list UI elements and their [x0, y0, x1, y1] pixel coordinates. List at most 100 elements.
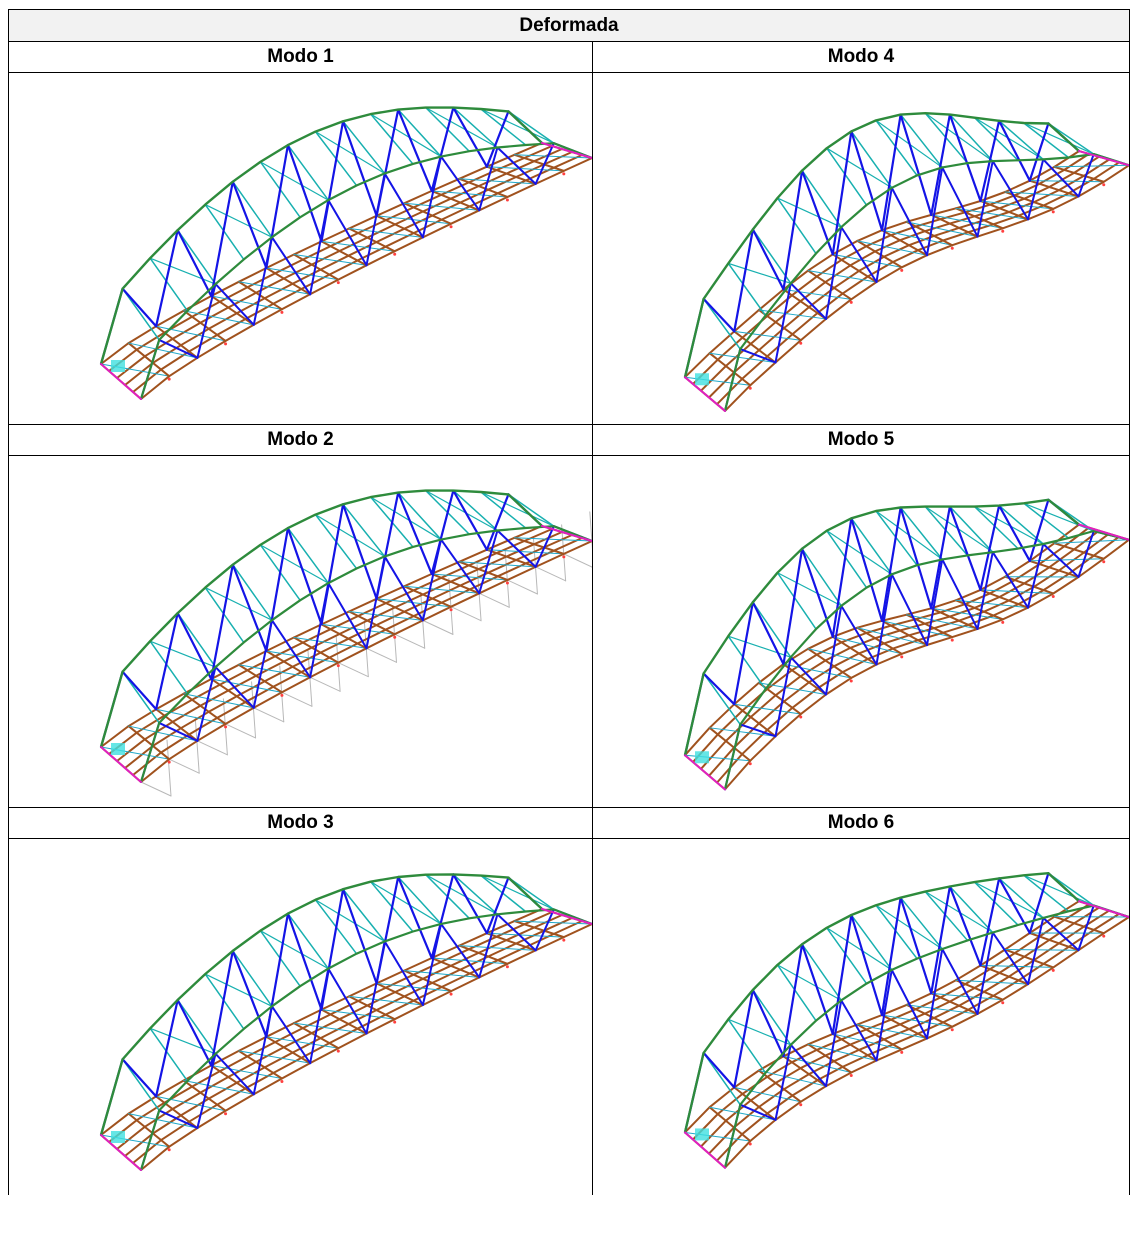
top-brace — [149, 640, 217, 668]
node-marker — [849, 679, 853, 683]
deck-bracing — [403, 585, 480, 594]
truss-diagonal — [782, 547, 804, 666]
deck-crossbeam — [782, 663, 827, 696]
truss-diagonal — [831, 130, 853, 256]
truss-diagonal — [930, 885, 951, 995]
truss-diagonal — [899, 896, 933, 995]
truss-diagonal — [801, 943, 834, 1036]
support-member — [541, 525, 592, 542]
node-marker — [167, 760, 171, 764]
deck-bracing — [321, 240, 396, 252]
truss-diagonal — [1028, 122, 1050, 182]
node-marker — [393, 1020, 397, 1024]
node-marker — [1102, 560, 1106, 564]
support-marker — [695, 373, 709, 386]
top-brace — [204, 203, 273, 238]
deck-crossbeam — [485, 932, 537, 952]
truss-diagonal — [789, 656, 827, 696]
support-member — [684, 376, 726, 412]
deck-crossbeam — [881, 619, 928, 647]
support-marker — [695, 751, 709, 764]
truss-diagonal — [948, 885, 982, 967]
truss-diagonal — [930, 505, 951, 610]
truss-diagonal — [430, 489, 455, 576]
truss-diagonal — [875, 573, 893, 666]
deck-crossbeam — [881, 1014, 928, 1040]
node-marker — [449, 992, 453, 996]
top-brace — [899, 113, 943, 169]
top-brace — [924, 890, 969, 942]
bridge-deformed-shape-mode-1 — [99, 106, 592, 400]
deck-crossbeam — [905, 1003, 954, 1028]
deck-bracing — [238, 1050, 311, 1064]
deck-bracing — [955, 599, 1029, 609]
deck-bracing — [906, 614, 978, 630]
top-brace — [507, 876, 555, 911]
truss-diagonal — [739, 1103, 777, 1121]
deck-bracing — [321, 623, 396, 635]
deck-bracing — [1053, 539, 1129, 544]
top-brace — [232, 563, 273, 621]
truss-diagonal — [231, 180, 268, 270]
deck-bracing — [930, 607, 1004, 620]
support-marker — [111, 1131, 125, 1143]
deck-bracing — [348, 995, 424, 1006]
truss-diagonal — [158, 721, 199, 742]
truss-diagonal — [831, 913, 853, 1036]
deck-crossbeam — [458, 944, 509, 965]
node-marker — [1001, 229, 1005, 233]
ghost-member — [450, 606, 482, 622]
deck-crossbeam — [930, 213, 979, 238]
deck-crossbeam — [979, 964, 1029, 986]
truss-diagonal — [430, 106, 455, 193]
top-brace — [776, 197, 817, 255]
top-brace — [452, 873, 499, 916]
truss-diagonal — [702, 1051, 736, 1089]
top-brace — [850, 130, 893, 189]
truss-diagonal — [1027, 158, 1045, 221]
truss-diagonal — [976, 160, 994, 238]
truss-diagonal — [875, 186, 893, 284]
truss-diagonal — [825, 999, 843, 1088]
truss-diagonal — [739, 723, 777, 738]
deck-bracing — [403, 970, 480, 978]
truss-diagonal — [751, 988, 785, 1058]
deck-crossbeam — [807, 269, 853, 301]
top-brace — [121, 287, 160, 341]
ghost-member — [478, 592, 510, 608]
deck-crossbeam — [930, 992, 979, 1015]
top-brace — [702, 672, 741, 726]
bridge-deformed-shape-mode-2 — [99, 489, 592, 797]
deck-bracing — [906, 221, 978, 238]
node-marker — [1051, 594, 1055, 598]
deck-crossbeam — [708, 1106, 752, 1142]
deck-crossbeam — [881, 229, 928, 257]
support-member — [541, 142, 592, 159]
bridge-deformed-shape-mode-4 — [683, 112, 1129, 412]
truss-diagonal — [231, 949, 268, 1038]
top-brace — [752, 228, 792, 285]
node-marker — [950, 1028, 954, 1032]
truss-diagonal — [534, 142, 555, 185]
top-brace — [801, 547, 842, 607]
node-marker — [799, 1103, 803, 1107]
top-brace — [314, 899, 386, 942]
top-brace — [121, 1058, 160, 1112]
truss-diagonal — [286, 527, 323, 626]
truss-diagonal — [176, 229, 213, 298]
truss-diagonal — [926, 947, 944, 1040]
top-brace — [826, 927, 868, 985]
truss-diagonal — [270, 1005, 312, 1065]
top-brace — [875, 904, 918, 960]
top-brace — [899, 896, 943, 950]
truss-diagonal — [320, 888, 345, 1011]
node-marker — [1051, 210, 1055, 214]
deck-bracing — [1029, 558, 1105, 562]
top-brace — [149, 640, 189, 695]
top-brace — [287, 912, 330, 970]
deck-crossbeam — [708, 352, 752, 387]
top-brace — [342, 120, 386, 175]
top-brace — [342, 503, 386, 558]
mode-figure-5 — [592, 455, 1130, 808]
truss-diagonal — [270, 236, 312, 296]
